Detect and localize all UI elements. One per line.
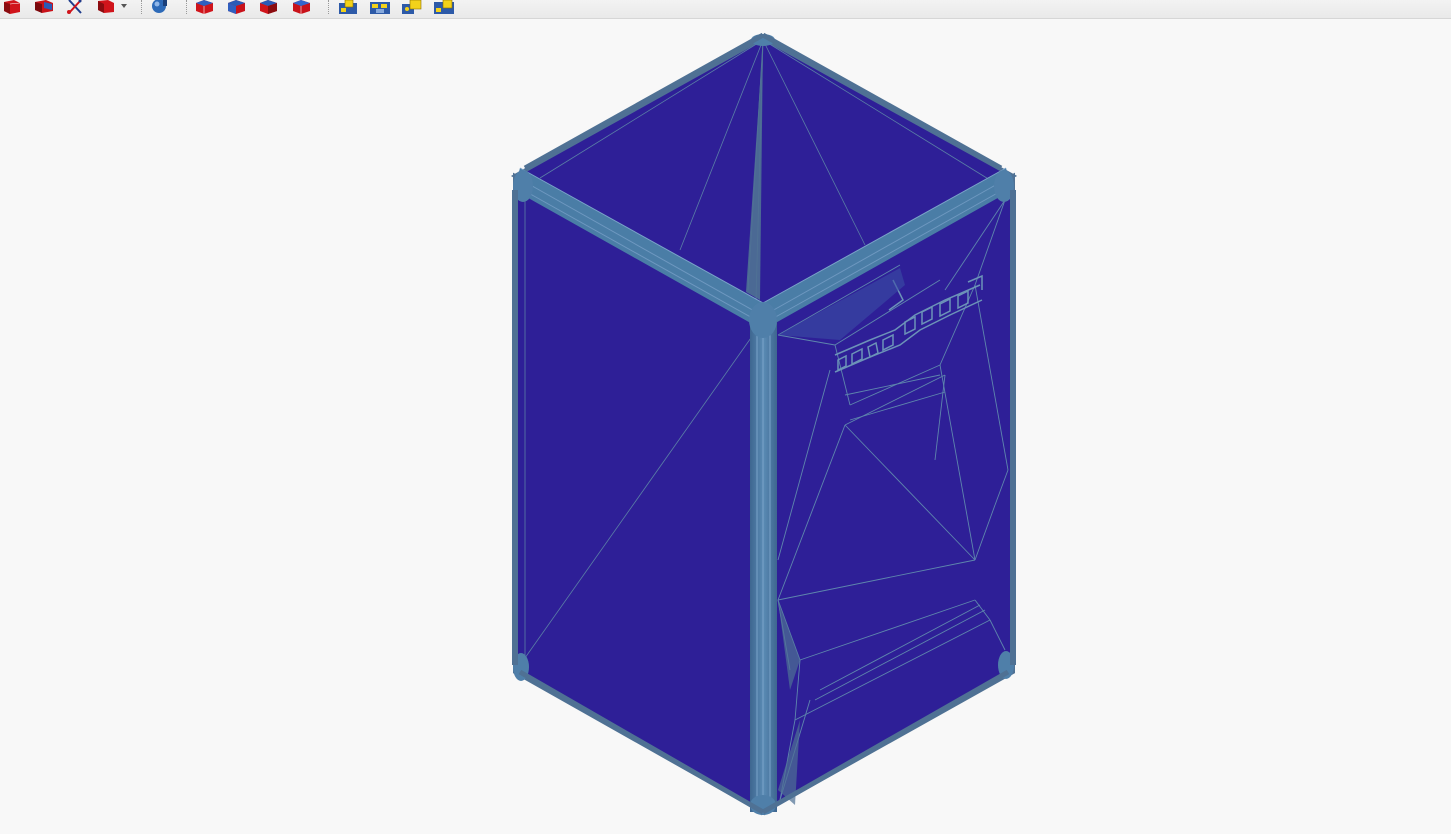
red-part-dropdown-icon[interactable] xyxy=(96,0,130,14)
view-front-icon[interactable] xyxy=(194,0,214,14)
view-top-icon[interactable] xyxy=(226,0,246,14)
sphere-icon[interactable] xyxy=(150,0,170,14)
assembly-blue-icon[interactable] xyxy=(369,0,391,14)
mesh-box-model[interactable] xyxy=(0,20,1451,834)
toolbar-separator xyxy=(141,0,143,14)
scissors-tool-icon[interactable] xyxy=(65,0,85,14)
top-face-sliver xyxy=(746,40,763,300)
3d-viewport[interactable] xyxy=(0,20,1451,834)
red-part-shaded-icon[interactable] xyxy=(34,0,54,14)
main-toolbar xyxy=(0,0,1451,19)
toolbar-separator xyxy=(186,0,188,14)
toolbar-separator xyxy=(328,0,330,14)
assembly-mixed-icon[interactable] xyxy=(401,0,423,14)
assembly-pattern-icon[interactable] xyxy=(433,0,455,14)
embossed-text-region xyxy=(834,274,983,373)
red-part-icon[interactable] xyxy=(2,0,22,14)
assembly-yellow-icon[interactable] xyxy=(337,0,359,14)
fillet-edges xyxy=(512,32,1016,815)
emboss-sliver-2 xyxy=(778,600,800,690)
emboss-sliver-3 xyxy=(778,720,800,805)
view-back-icon[interactable] xyxy=(291,0,311,14)
emboss-sliver xyxy=(778,268,905,340)
right-face-mesh xyxy=(777,199,1009,801)
view-right-icon[interactable] xyxy=(258,0,278,14)
left-face-mesh xyxy=(519,195,754,666)
